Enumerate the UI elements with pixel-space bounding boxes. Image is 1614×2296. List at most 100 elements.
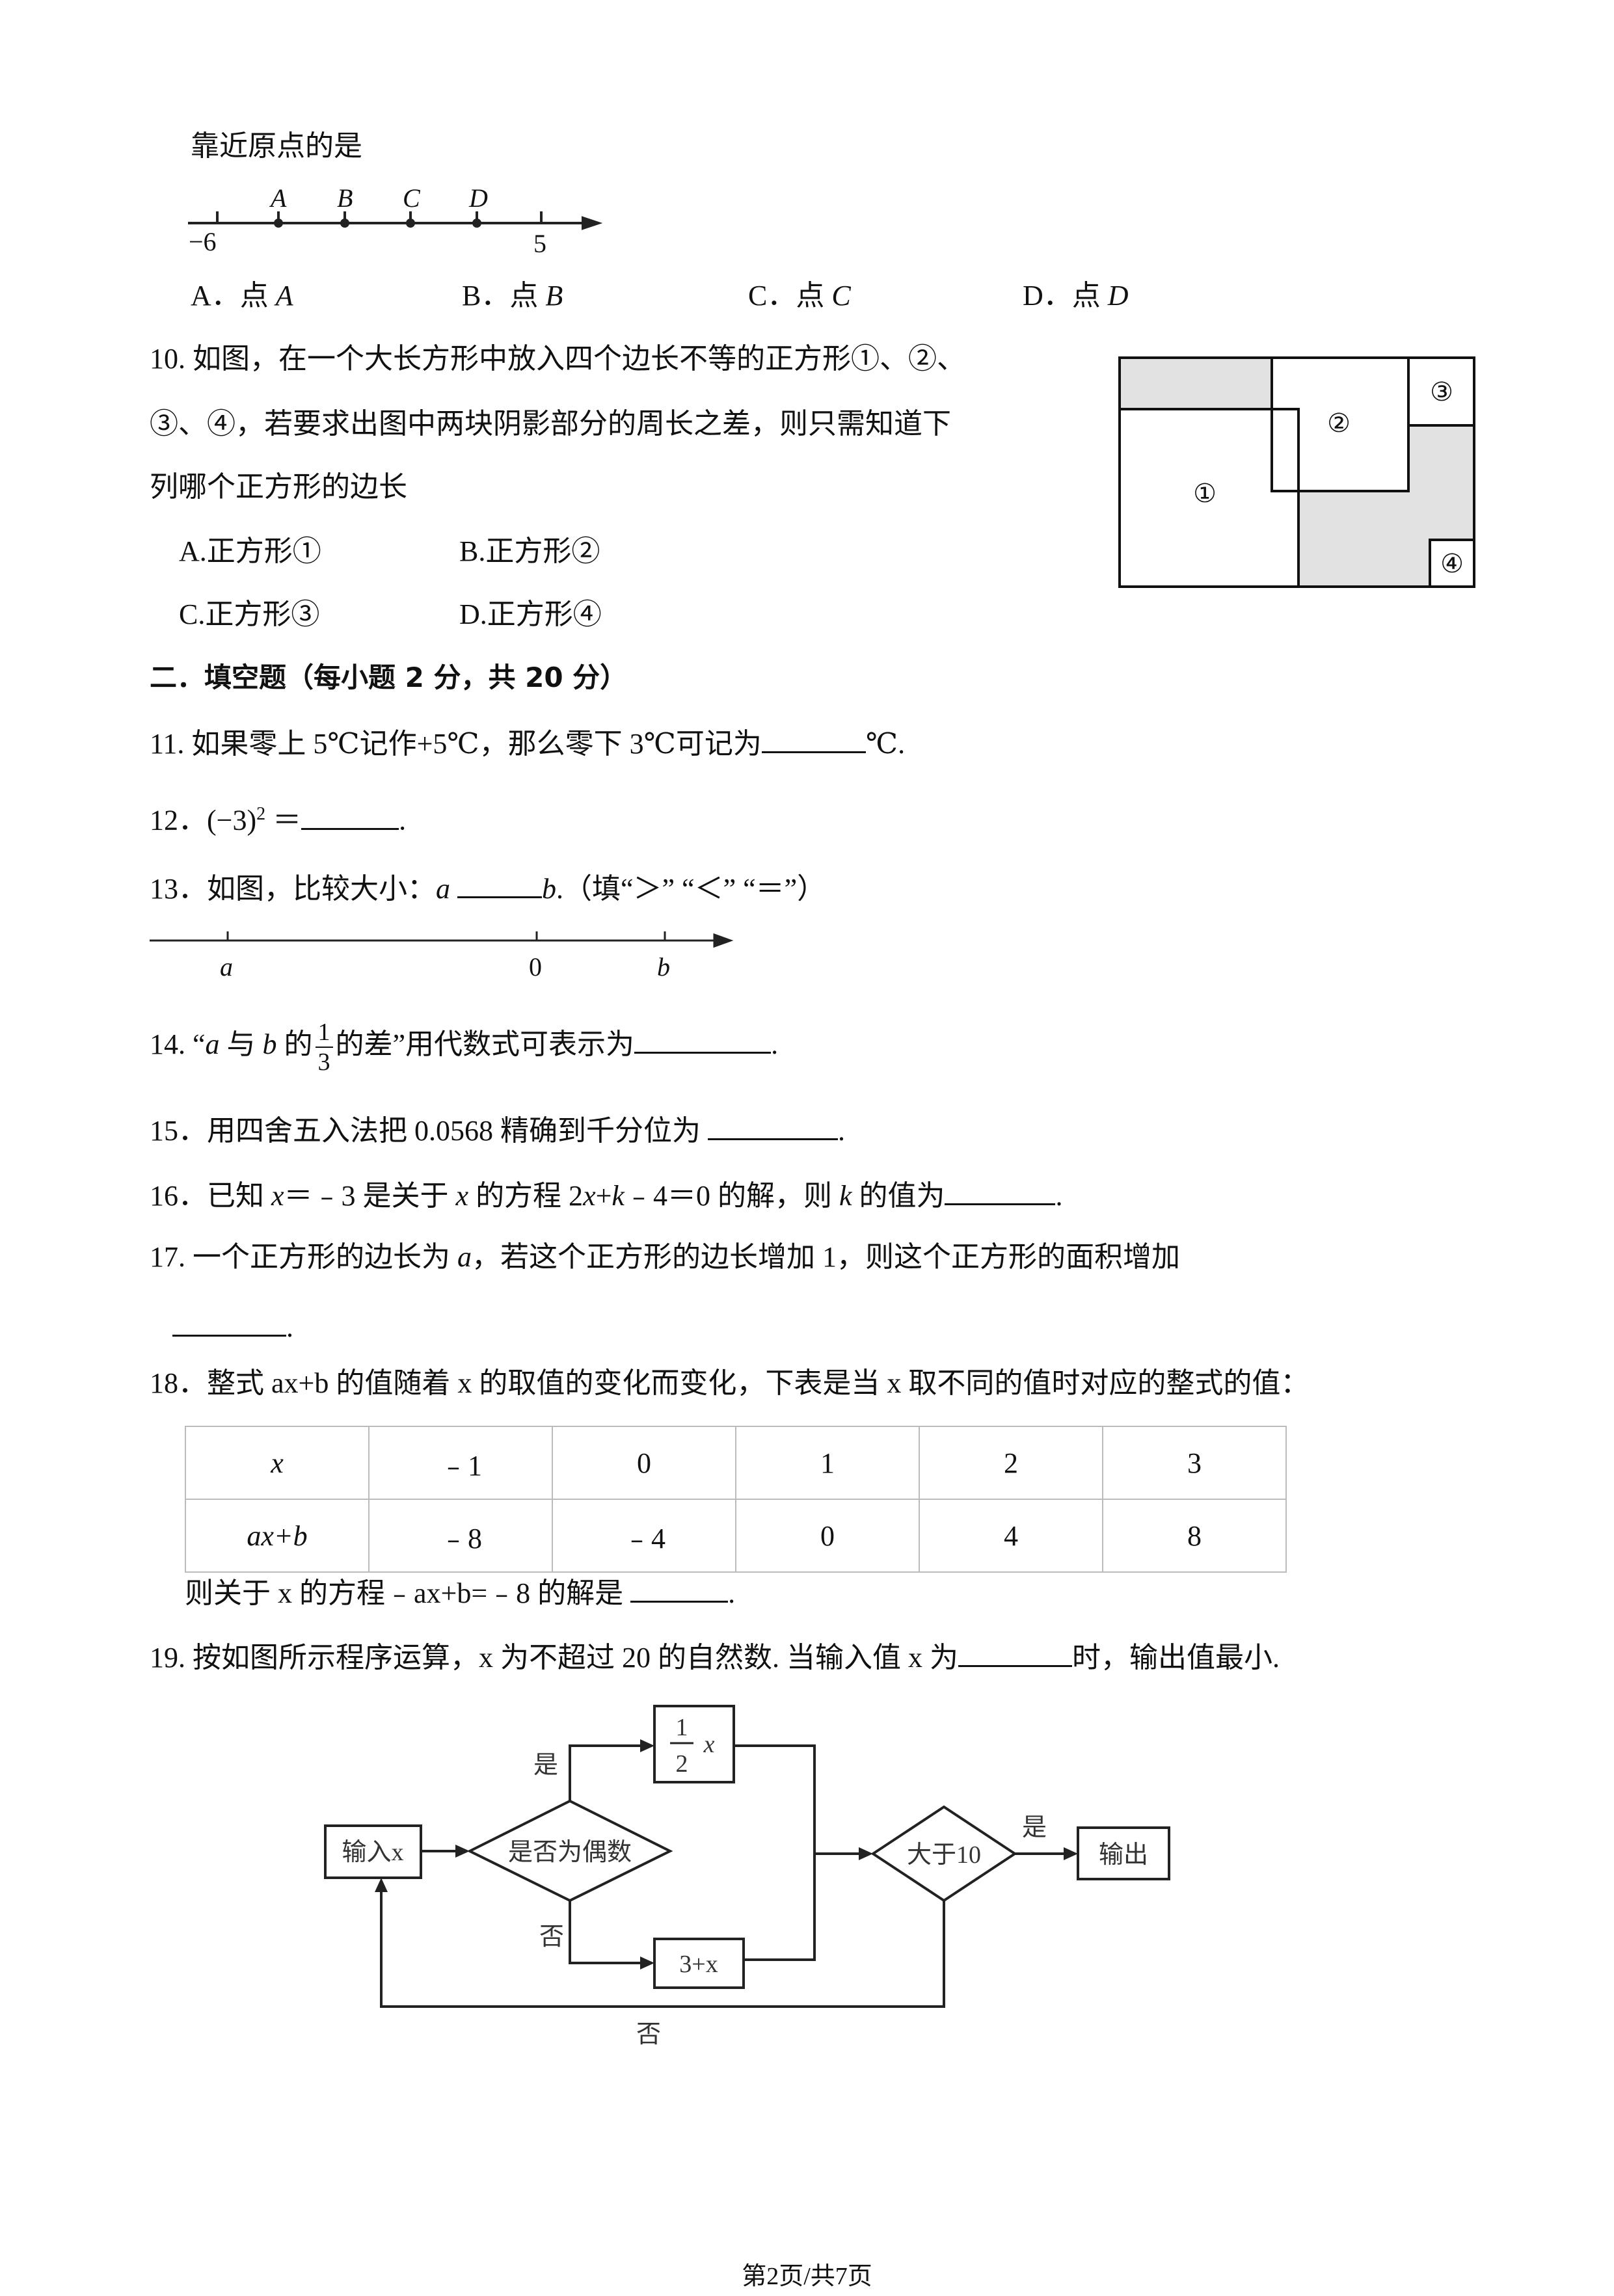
q12-end: . [399,804,407,836]
q14-end: . [771,1028,779,1061]
q14-blank[interactable] [634,1023,772,1054]
q15: 15．用四舍五入法把 0.0568 精确到千分位为 . [150,1110,845,1151]
q17-text: 17. 一个正方形的边长为 [150,1241,457,1273]
q9-number-line [188,211,603,230]
flow-arrows [375,1739,1078,1969]
q10-option-c[interactable]: C.正方形③ [179,598,320,630]
option-var: A [275,280,293,312]
table-cell: ﹣4 [552,1499,736,1573]
q10-line-3: 列哪个正方形的边长 [150,471,407,503]
q16-end: . [1055,1180,1063,1212]
q9-number-line-labels: −6 5 A B C D [189,183,546,258]
q9-option-c[interactable]: C．点 C [748,276,851,315]
q16-blank[interactable] [945,1175,1056,1205]
label-0: 0 [529,952,542,981]
yes-label-2: 是 [1022,1814,1047,1841]
var-x: x [583,1180,596,1212]
q16: 16．已知 x＝﹣3 是关于 x 的方程 2x+k﹣4＝0 的解，则 k 的值为… [150,1175,1062,1216]
q15-end: . [838,1115,845,1147]
q15-blank[interactable] [708,1110,838,1140]
square-2-label: ② [1327,408,1351,438]
section-heading: 二．填空题（每小题 2 分，共 20 分） [150,661,628,693]
q17-end: . [286,1311,293,1343]
q9-option-d[interactable]: D．点 D [1023,276,1129,315]
arrow-icon [713,933,734,948]
q18-text: 则关于 x 的方程﹣ax+b=﹣8 的解是 [185,1577,631,1609]
var-a: a [436,873,450,905]
table-cell: x [185,1426,370,1500]
q11-unit: ℃. [865,728,906,760]
var-b: b [262,1028,277,1061]
var-k: k [839,1180,852,1212]
q9-tail: 靠近原点的是 [191,130,362,162]
half-num: 1 [676,1714,688,1741]
var-b: b [542,873,556,905]
q10-line-1: 10. 如图，在一个大长方形中放入四个边长不等的正方形①、②、 [150,343,965,375]
point-a: A [269,183,287,213]
table-cell: 3 [1102,1426,1287,1500]
q13-hint: .（填“＞” “＜” “＝”） [556,873,826,905]
q10-line-2: ③、④，若要求出图中两块阴影部分的周长之差，则只需知道下 [150,408,951,440]
q12: 12．(−3)2 ＝. [150,795,406,840]
gt-label: 大于10 [907,1841,981,1869]
q18-follow: 则关于 x 的方程﹣ax+b=﹣8 的解是 . [185,1572,735,1613]
q13-text: 13．如图，比较大小： [150,873,436,905]
label-a: a [220,952,233,981]
q14-text: 与 [219,1028,263,1061]
q11-blank[interactable] [761,723,866,753]
q14-text: 14. “ [150,1028,206,1061]
option-text: A．点 [191,280,269,312]
q16-text: 的值为 [852,1180,945,1212]
q16-text: + [595,1180,612,1212]
table-cell: 4 [919,1499,1103,1573]
q17-text: ，若这个正方形的边长增加 1，则这个正方形的面积增加 [472,1241,1180,1273]
option-text: C．点 [748,280,825,312]
q10-figure: ① ② ③ ④ [1118,356,1475,588]
denominator: 3 [317,1048,330,1076]
output-label: 输出 [1099,1841,1148,1869]
q9-option-a[interactable]: A．点 A [191,276,293,315]
point-d: D [468,183,488,213]
var-a: a [205,1028,220,1061]
half-den: 2 [676,1750,688,1778]
input-label: 输入x [342,1839,403,1866]
q12-blank[interactable] [301,799,399,830]
q9-option-b[interactable]: B．点 B [462,276,563,315]
table-cell: ﹣8 [368,1499,553,1573]
option-text: D．点 [1023,280,1101,312]
table-cell: 8 [1102,1499,1287,1573]
page-footer: 第2页/共7页 [742,2263,872,2290]
q10-option-a[interactable]: A.正方形① [179,535,321,567]
q12-eq: ＝ [265,804,302,836]
q13-blank[interactable] [457,868,542,898]
q18-table: x ﹣1 0 1 2 3 ax+b ﹣8 ﹣4 0 4 8 [185,1426,1287,1573]
plus-label: 3+x [679,1951,718,1978]
square-4-label: ④ [1440,549,1464,579]
square-1-label: ① [1193,479,1217,509]
q14-text: 的差”用代数式可表示为 [335,1028,635,1061]
q11-text: 11. 如果零上 5℃记作+5℃，那么零下 3℃可记为 [150,728,762,760]
q13-number-line [150,931,734,948]
q16-text: ＝﹣3 是关于 [284,1180,456,1212]
table-cell: ax+b [185,1499,370,1573]
table-cell: 1 [735,1426,920,1500]
q18: 18．整式 ax+b 的值随着 x 的取值的变化而变化，下表是当 x 取不同的值… [150,1367,1310,1399]
square-3-label: ③ [1430,377,1453,407]
var-x: x [455,1180,469,1212]
q15-text: 15．用四舍五入法把 0.0568 精确到千分位为 [150,1115,708,1147]
q10-option-d[interactable]: D.正方形④ [459,598,602,630]
half-box [653,1705,735,1783]
q17: 17. 一个正方形的边长为 a，若这个正方形的边长增加 1，则这个正方形的面积增… [150,1238,1180,1277]
half-x: x [703,1731,715,1758]
q17-blank[interactable] [172,1306,286,1337]
var-x: x [271,1180,284,1212]
q14-text: 的 [276,1028,313,1061]
q10-option-b[interactable]: B.正方形② [459,535,600,567]
q19-blank[interactable] [958,1636,1072,1667]
q18-blank[interactable] [630,1572,729,1603]
plus-box [653,1938,745,1989]
q19-text: 19. 按如图所示程序运算，x 为不超过 20 的自然数. 当输入值 x 为 [150,1642,958,1674]
no-label-2: 否 [636,2021,661,2048]
